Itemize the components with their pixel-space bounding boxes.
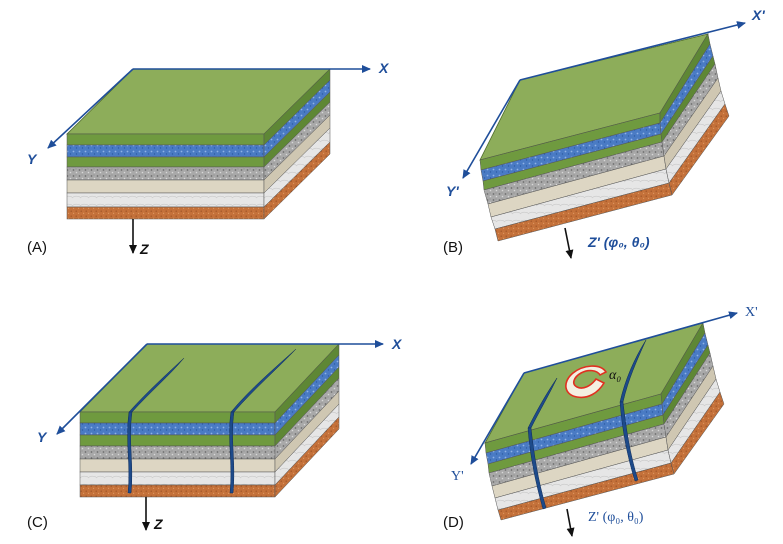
front-layers [479, 112, 673, 242]
front-layers [66, 133, 265, 220]
layer-green-1 [66, 133, 265, 146]
layer-white [66, 192, 265, 208]
layer-green-1 [79, 411, 276, 424]
x-axis [519, 21, 746, 81]
y-axis-label: Y' [446, 183, 459, 199]
panel-label: (B) [443, 239, 463, 256]
panel-label: (A) [27, 239, 47, 256]
angle-label: α₀ [609, 368, 621, 383]
layer-beige [66, 179, 265, 194]
angle-marker [565, 365, 608, 399]
layer-blue [79, 422, 276, 436]
y-axis [56, 343, 148, 435]
front-layers [79, 411, 276, 498]
z-axis [566, 508, 575, 537]
side-layers [263, 68, 331, 220]
y-axis-label: Y' [451, 469, 464, 484]
layer-brown [79, 484, 276, 498]
y-axis [470, 372, 525, 465]
panel-b: X' Y' Z' (φ₀, θ₀) (B) [443, 7, 765, 259]
side-layers [660, 322, 725, 475]
z-axis-label: Z [153, 516, 163, 532]
layer-brown [66, 206, 265, 220]
z-axis [564, 227, 574, 259]
layer-gray [79, 445, 276, 460]
angle-arc [565, 365, 608, 399]
z-axis-label: Z' (φ₀, θ₀) [587, 234, 650, 250]
panel-a: X Y Z (A) [27, 60, 390, 257]
fracture-left-face [127, 411, 133, 494]
block-a [66, 68, 331, 220]
x-axis-label: X [391, 336, 403, 352]
z-axis-label: Z' (φ₀, θ₀) [588, 510, 644, 525]
block-c [79, 343, 340, 498]
layer-white [79, 471, 276, 486]
layer-gray [66, 166, 265, 181]
y-axis [47, 68, 134, 149]
z-axis-label: Z [139, 241, 149, 257]
x-axis-label: X' [745, 305, 758, 320]
fracture-left-face [527, 427, 547, 510]
layer-green-2 [66, 156, 265, 168]
side-layers [659, 33, 730, 196]
layer-beige [79, 458, 276, 473]
layer-green-2 [79, 434, 276, 447]
block-d [484, 322, 725, 521]
block-b [479, 33, 730, 242]
y-axis-label: Y [37, 429, 48, 445]
panel-label: (D) [443, 514, 464, 531]
x-axis-label: X' [751, 7, 765, 23]
layer-blue [66, 144, 265, 158]
y-axis [462, 79, 521, 179]
panel-label: (C) [27, 514, 48, 531]
fracture-right-face [619, 401, 639, 482]
fracture-right-face [229, 411, 235, 494]
y-axis-label: Y [27, 151, 38, 167]
fractures [127, 348, 297, 494]
fractures [527, 339, 647, 510]
x-axis-label: X [378, 60, 390, 76]
panel-c: X Y Z (C) [27, 336, 403, 532]
side-layers [274, 343, 340, 498]
x-axis [523, 311, 738, 374]
panel-d: X' Y' Z' (φ₀, θ₀) α₀ (D) [443, 305, 758, 537]
